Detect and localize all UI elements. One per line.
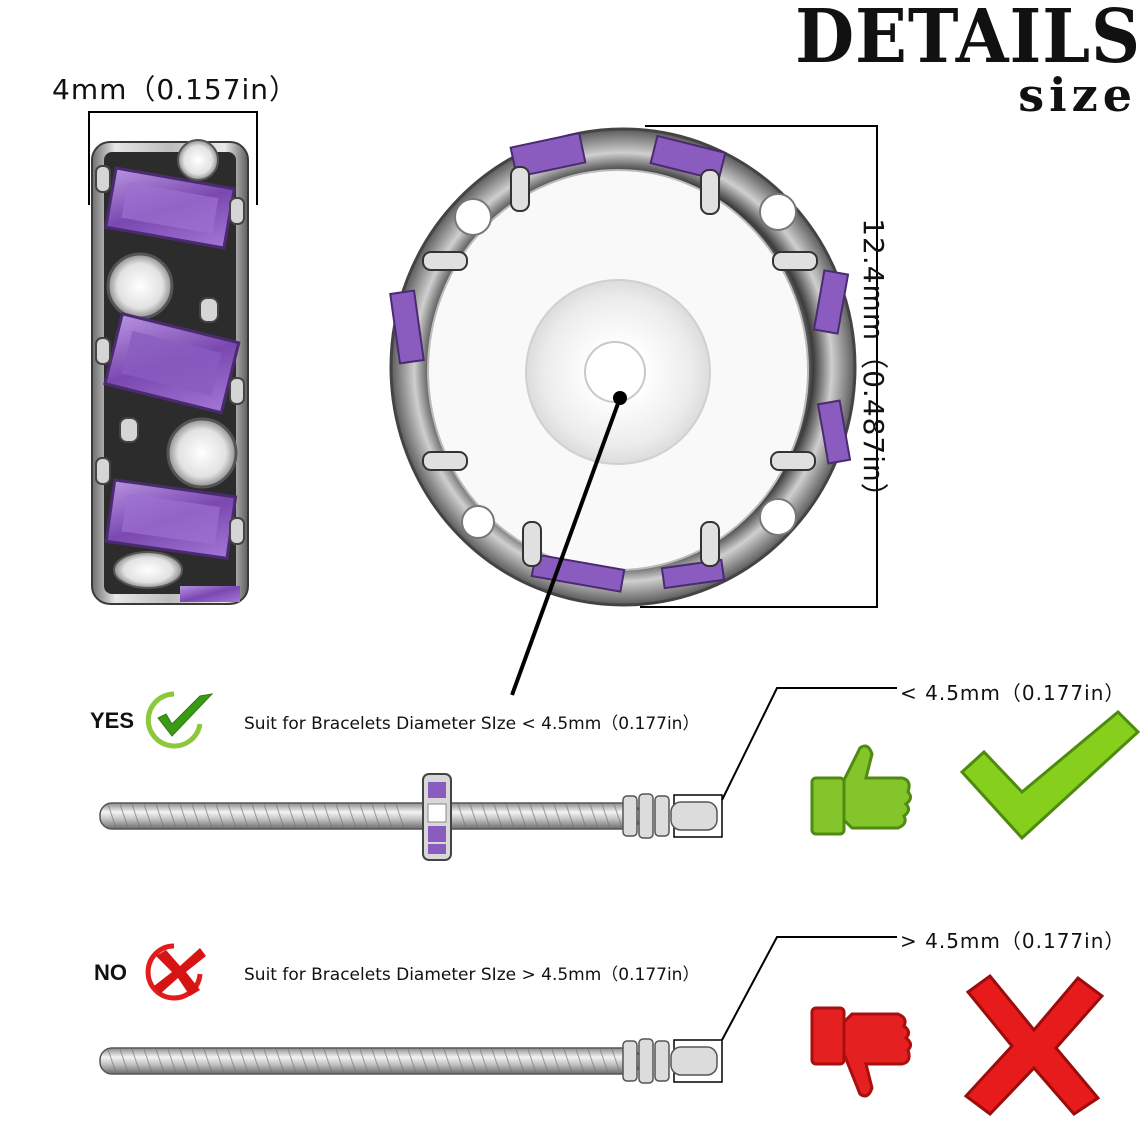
big-check-icon [959, 709, 1141, 841]
thumbs-down-icon [810, 1006, 913, 1098]
thumbs-up-icon [810, 744, 913, 836]
big-cross-icon [963, 973, 1105, 1116]
yes-label: YES [90, 708, 135, 733]
no-cross-icon [145, 943, 206, 1001]
yes-description: Suit for Bracelets Diameter SIze < 4.5mm… [244, 714, 700, 734]
charm-front-view [389, 127, 857, 607]
no-description: Suit for Bracelets Diameter SIze > 4.5mm… [244, 965, 700, 985]
no-callout-label: > 4.5mm（0.177in） [900, 929, 1126, 953]
bracelet-without-charm [99, 1038, 718, 1084]
bracelet-with-charm [99, 773, 718, 861]
no-label: NO [94, 960, 127, 985]
page-subtitle: size [1018, 68, 1137, 122]
width-dimension-label: 4mm（0.157in） [52, 73, 299, 106]
page-title: DETAILS [794, 0, 1141, 80]
charm-side-view [91, 139, 249, 605]
yes-check-icon [145, 691, 214, 749]
yes-callout-label: < 4.5mm（0.177in） [900, 681, 1126, 705]
